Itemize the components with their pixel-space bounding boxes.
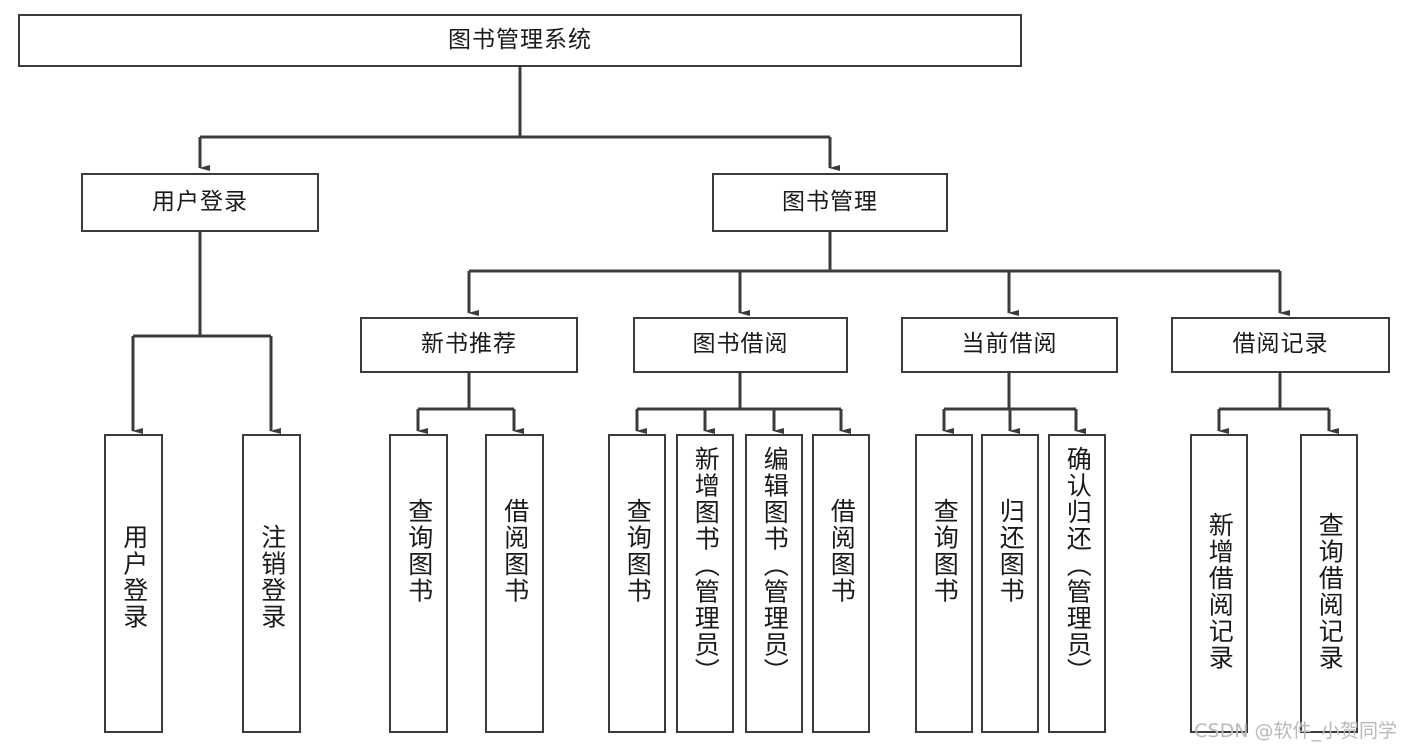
leaf-logout[interactable]: 注销登录 <box>242 434 301 733</box>
node-label: 当前借阅 <box>961 331 1058 358</box>
node-label: 查询图书 <box>930 498 960 604</box>
leaf-add-book-admin[interactable]: 新增图书（管理员） <box>676 434 734 733</box>
node-label: 图书管理 <box>782 188 878 215</box>
leaf-borrow-book-recommend[interactable]: 借阅图书 <box>485 434 544 733</box>
node-label: 借阅图书 <box>827 498 857 604</box>
node-label: 查询图书 <box>623 498 653 604</box>
node-label: 图书管理系统 <box>448 26 592 53</box>
node-label: 确认归还（管理员） <box>1063 446 1093 685</box>
node-label: 借阅记录 <box>1232 331 1329 358</box>
node-label: 查询借阅记录 <box>1315 512 1345 671</box>
node-book-borrow[interactable]: 图书借阅 <box>633 317 848 373</box>
node-label: 借阅图书 <box>500 498 530 604</box>
node-book-manage[interactable]: 图书管理 <box>712 173 948 232</box>
node-label: 用户登录 <box>119 524 149 630</box>
leaf-edit-book-admin[interactable]: 编辑图书（管理员） <box>745 434 803 733</box>
leaf-query-book-recommend[interactable]: 查询图书 <box>389 434 448 733</box>
leaf-borrow-book[interactable]: 借阅图书 <box>812 434 870 733</box>
node-label: 注销登录 <box>257 524 287 630</box>
node-label: 归还图书 <box>996 498 1026 604</box>
node-label: 编辑图书（管理员） <box>760 446 790 685</box>
node-label: 新增图书（管理员） <box>691 446 721 685</box>
node-label: 查询图书 <box>404 498 434 604</box>
leaf-user-login[interactable]: 用户登录 <box>104 434 163 733</box>
leaf-query-borrow-record[interactable]: 查询借阅记录 <box>1300 434 1358 733</box>
node-new-book-recommend[interactable]: 新书推荐 <box>360 317 578 373</box>
node-root-system[interactable]: 图书管理系统 <box>18 14 1022 67</box>
leaf-add-borrow-record[interactable]: 新增借阅记录 <box>1190 434 1248 733</box>
leaf-query-book-borrow[interactable]: 查询图书 <box>608 434 666 733</box>
node-label: 新增借阅记录 <box>1205 512 1235 671</box>
leaf-query-book-current[interactable]: 查询图书 <box>915 434 973 733</box>
node-user-login[interactable]: 用户登录 <box>81 173 319 232</box>
node-borrow-record[interactable]: 借阅记录 <box>1171 317 1390 373</box>
node-label: 图书借阅 <box>692 331 789 358</box>
leaf-confirm-return-admin[interactable]: 确认归还（管理员） <box>1048 434 1106 733</box>
node-label: 用户登录 <box>152 188 248 215</box>
node-label: 新书推荐 <box>421 331 517 358</box>
watermark-text: CSDN @软件_小贺同学 <box>1194 720 1397 742</box>
leaf-return-book[interactable]: 归还图书 <box>981 434 1039 733</box>
node-current-borrow[interactable]: 当前借阅 <box>901 317 1118 373</box>
